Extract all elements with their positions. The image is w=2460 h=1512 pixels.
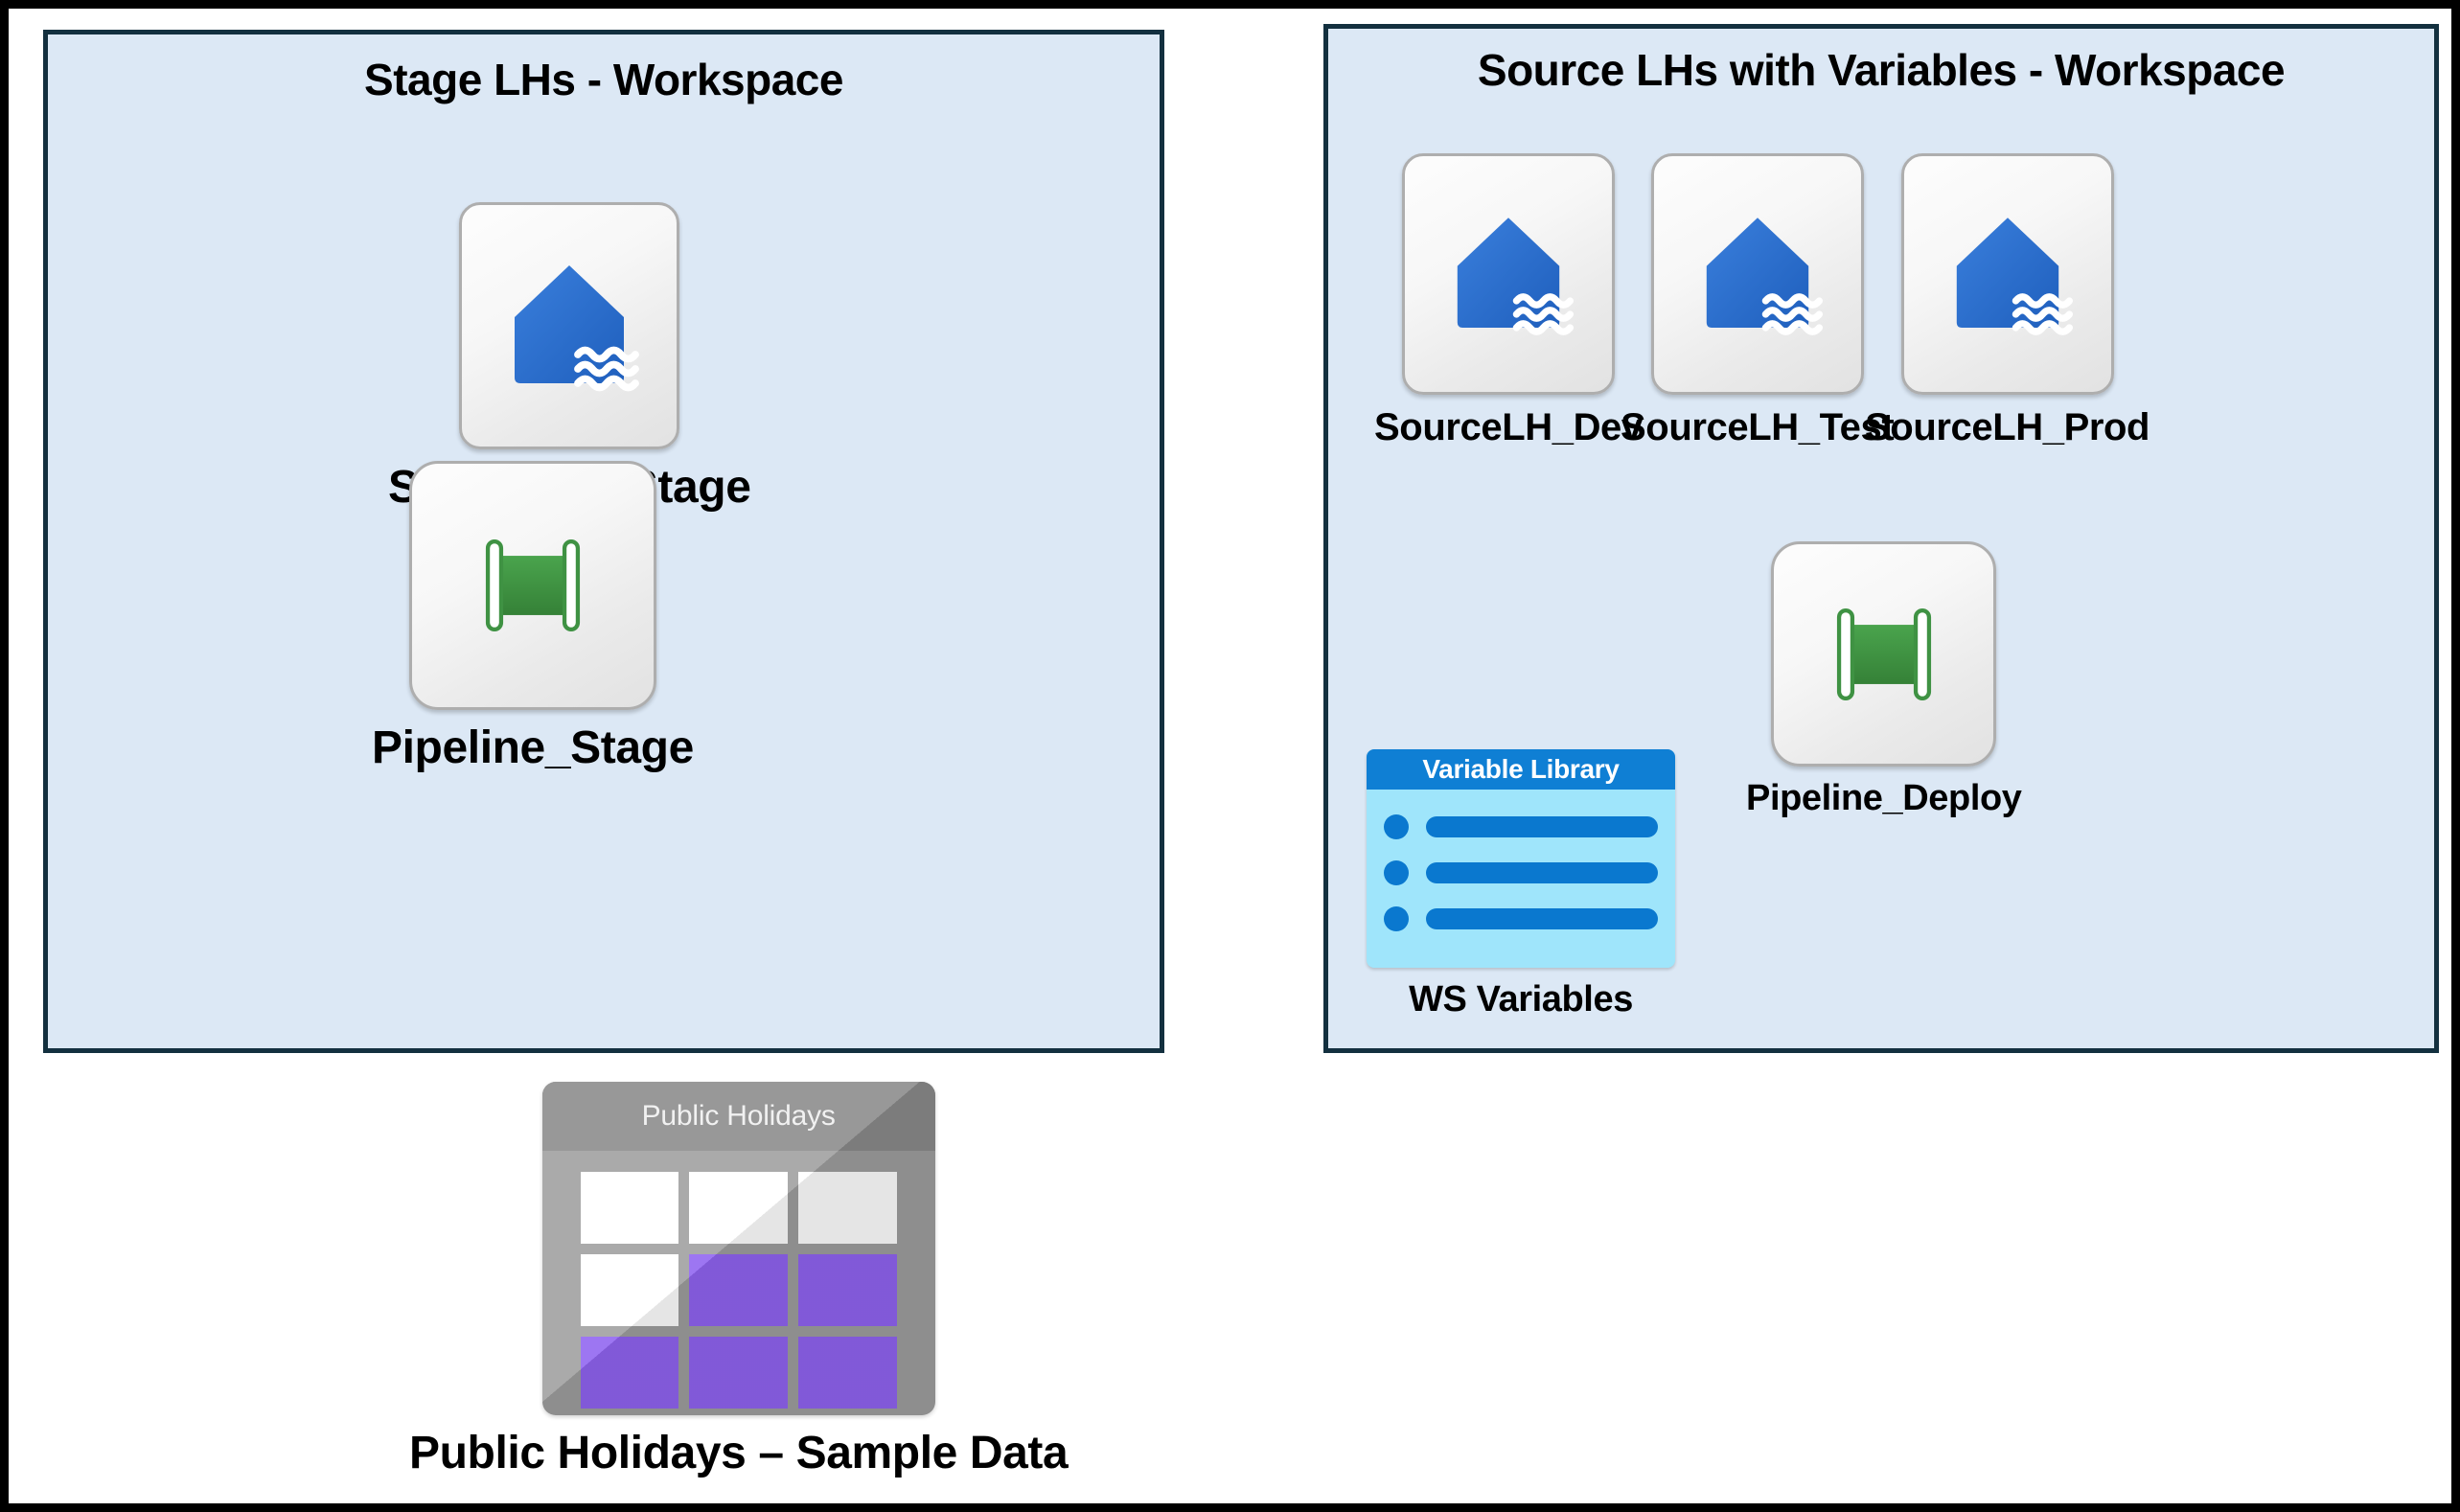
list-item <box>1384 906 1658 931</box>
list-item <box>1384 860 1658 885</box>
lakehouse-tile[interactable] <box>1650 153 1864 395</box>
table-cell <box>797 1172 897 1244</box>
table-cell <box>580 1254 679 1326</box>
list-item <box>1384 814 1658 839</box>
item-label: SourceLH_Prod <box>1865 406 2150 448</box>
pipeline-tile[interactable] <box>1771 541 1997 767</box>
item-sourcelh-prod[interactable]: SourceLH_Prod <box>1865 153 2150 449</box>
item-label: Public Holidays – Sample Data <box>409 1428 1069 1478</box>
item-ws-variables[interactable]: Variable Library WS Varia <box>1367 749 1675 1020</box>
pipeline-tile[interactable] <box>408 461 656 710</box>
item-label: SourceLH_Dev <box>1374 406 1643 448</box>
item-label: WS Variables <box>1409 979 1633 1019</box>
variable-library-card-title: Variable Library <box>1367 749 1675 790</box>
panel-title-source: Source LHs with Variables - Workspace <box>1477 45 2286 95</box>
table-cell <box>689 1254 788 1326</box>
item-pipeline-stage[interactable]: Pipeline_Stage <box>372 461 694 774</box>
table-grid <box>580 1172 897 1409</box>
item-label: Pipeline_Deploy <box>1746 778 2022 818</box>
item-sourcelh-dev[interactable]: SourceLH_Dev <box>1374 153 1643 449</box>
bullet-icon <box>1384 906 1409 931</box>
placeholder-bar <box>1426 816 1658 837</box>
pipeline-icon <box>471 528 594 643</box>
item-sourcelh-test[interactable]: SourceLH_Test <box>1621 153 1895 449</box>
item-public-holidays[interactable]: Public Holidays Public Holidays – Sample… <box>409 1082 1069 1479</box>
lakehouse-tile[interactable] <box>1401 153 1615 395</box>
lakehouse-icon <box>1440 207 1576 341</box>
table-cell <box>689 1172 788 1244</box>
bullet-icon <box>1384 860 1409 885</box>
placeholder-bar <box>1426 908 1658 929</box>
table-cell <box>797 1254 897 1326</box>
lakehouse-icon <box>496 254 642 398</box>
pipeline-icon <box>1823 598 1945 711</box>
bullet-icon <box>1384 814 1409 839</box>
lakehouse-icon <box>1940 207 2076 341</box>
item-pipeline-deploy[interactable]: Pipeline_Deploy <box>1746 541 2022 819</box>
table-cell <box>580 1337 679 1409</box>
workspace-panel-stage: Stage LHs - Workspace <box>43 30 1164 1053</box>
variable-library-rows <box>1367 790 1675 949</box>
panel-title-stage: Stage LHs - Workspace <box>364 55 843 104</box>
table-cell <box>689 1337 788 1409</box>
variable-library-icon[interactable]: Variable Library <box>1367 749 1675 968</box>
table-icon-title: Public Holidays <box>541 1082 935 1151</box>
lakehouse-tile[interactable] <box>1900 153 2114 395</box>
table-cell <box>797 1337 897 1409</box>
table-icon[interactable]: Public Holidays <box>541 1082 935 1415</box>
lakehouse-icon <box>1690 207 1826 341</box>
lakehouse-tile[interactable] <box>459 202 680 449</box>
item-label: Pipeline_Stage <box>372 722 694 773</box>
workspace-panel-source: Source LHs with Variables - Workspace <box>1323 24 2439 1053</box>
item-label: SourceLH_Test <box>1621 406 1895 448</box>
table-cell <box>580 1172 679 1244</box>
placeholder-bar <box>1426 862 1658 883</box>
